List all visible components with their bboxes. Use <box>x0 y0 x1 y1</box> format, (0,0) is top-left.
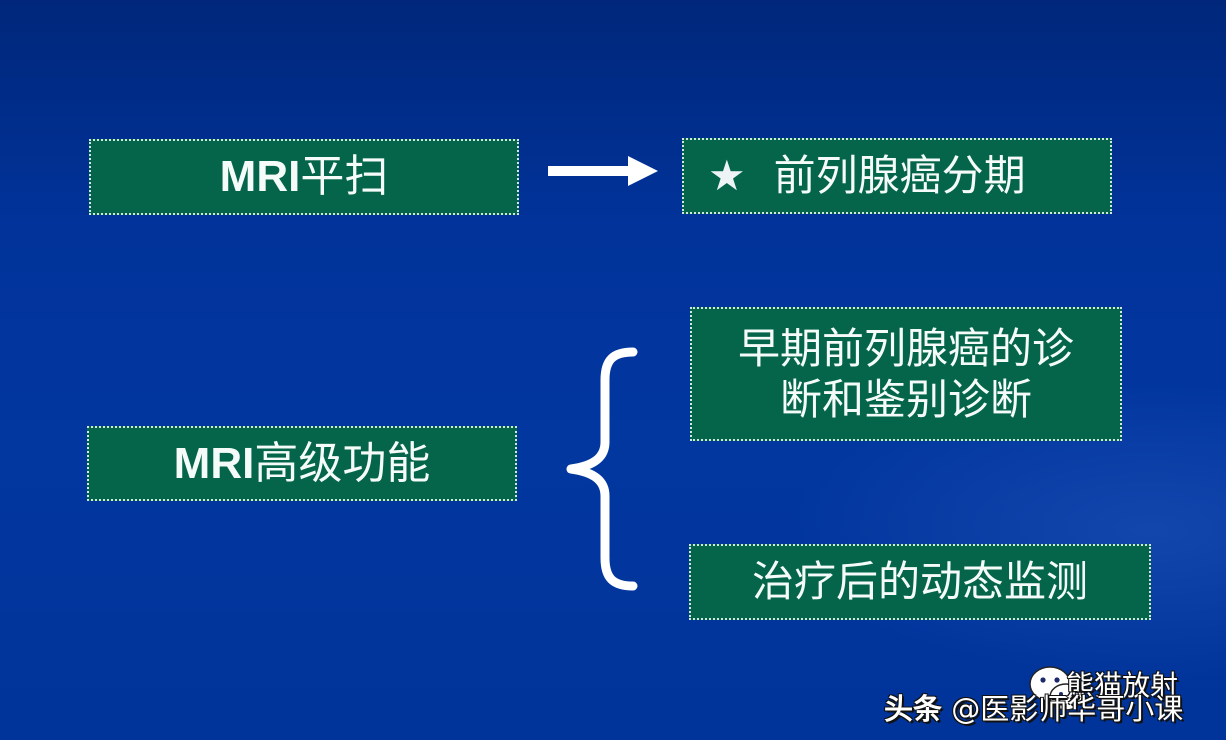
mri-plain-cjk: 平扫 <box>300 151 389 203</box>
diagnosis-line-2: 断和鉴别诊断 <box>779 375 1032 424</box>
monitoring-text: 治疗后的动态监测 <box>751 557 1088 607</box>
mri-advanced-cjk: 高级功能 <box>254 437 431 489</box>
mri-advanced-latin: MRI <box>173 438 255 488</box>
wechat-icon <box>1029 666 1083 711</box>
platform-label: 头条 <box>884 692 943 726</box>
left-curly-brace-icon <box>566 347 638 591</box>
right-arrow-icon <box>548 156 658 186</box>
prostate-cancer-staging-box: ★ 前列腺癌分期 <box>682 138 1112 214</box>
star-icon: ★ <box>708 151 746 201</box>
mri-plain-latin: MRI <box>219 152 301 202</box>
author-handle: @医影师华哥小课 <box>951 692 1184 726</box>
post-treatment-monitoring-box: 治疗后的动态监测 <box>689 544 1151 620</box>
diagnosis-line-1: 早期前列腺癌的诊 <box>737 323 1074 373</box>
wechat-account-name: 熊猫放射 <box>1066 669 1179 702</box>
watermark-handle: 头条 @医影师华哥小课 <box>884 686 1183 728</box>
early-diagnosis-box: 早期前列腺癌的诊 断和鉴别诊断 <box>690 307 1122 441</box>
staging-text: 前列腺癌分期 <box>773 151 1026 201</box>
